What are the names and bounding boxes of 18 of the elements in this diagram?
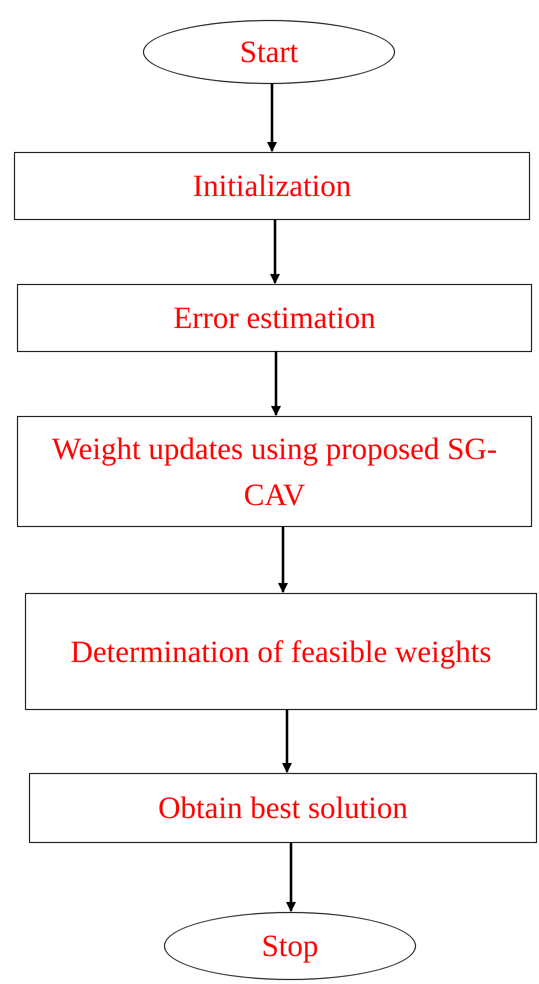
process-box [14,152,530,220]
process-box [25,593,537,710]
process-box [29,773,537,843]
node-label: Obtain best solution [158,789,408,827]
arrow [286,843,296,912]
process-box [17,416,532,527]
arrow [271,352,281,416]
node-label: Stop [262,927,318,965]
arrow [270,220,280,284]
arrow [267,84,277,152]
node-label: Weight updates using proposed SG-CAV [50,430,498,514]
node-label: Determination of feasible weights [70,632,492,671]
process-box [17,284,532,352]
arrow [278,527,288,593]
node-label: Start [240,33,298,71]
node-label: Initialization [192,167,352,205]
node-label: Error estimation [173,299,376,337]
arrow [282,710,292,773]
